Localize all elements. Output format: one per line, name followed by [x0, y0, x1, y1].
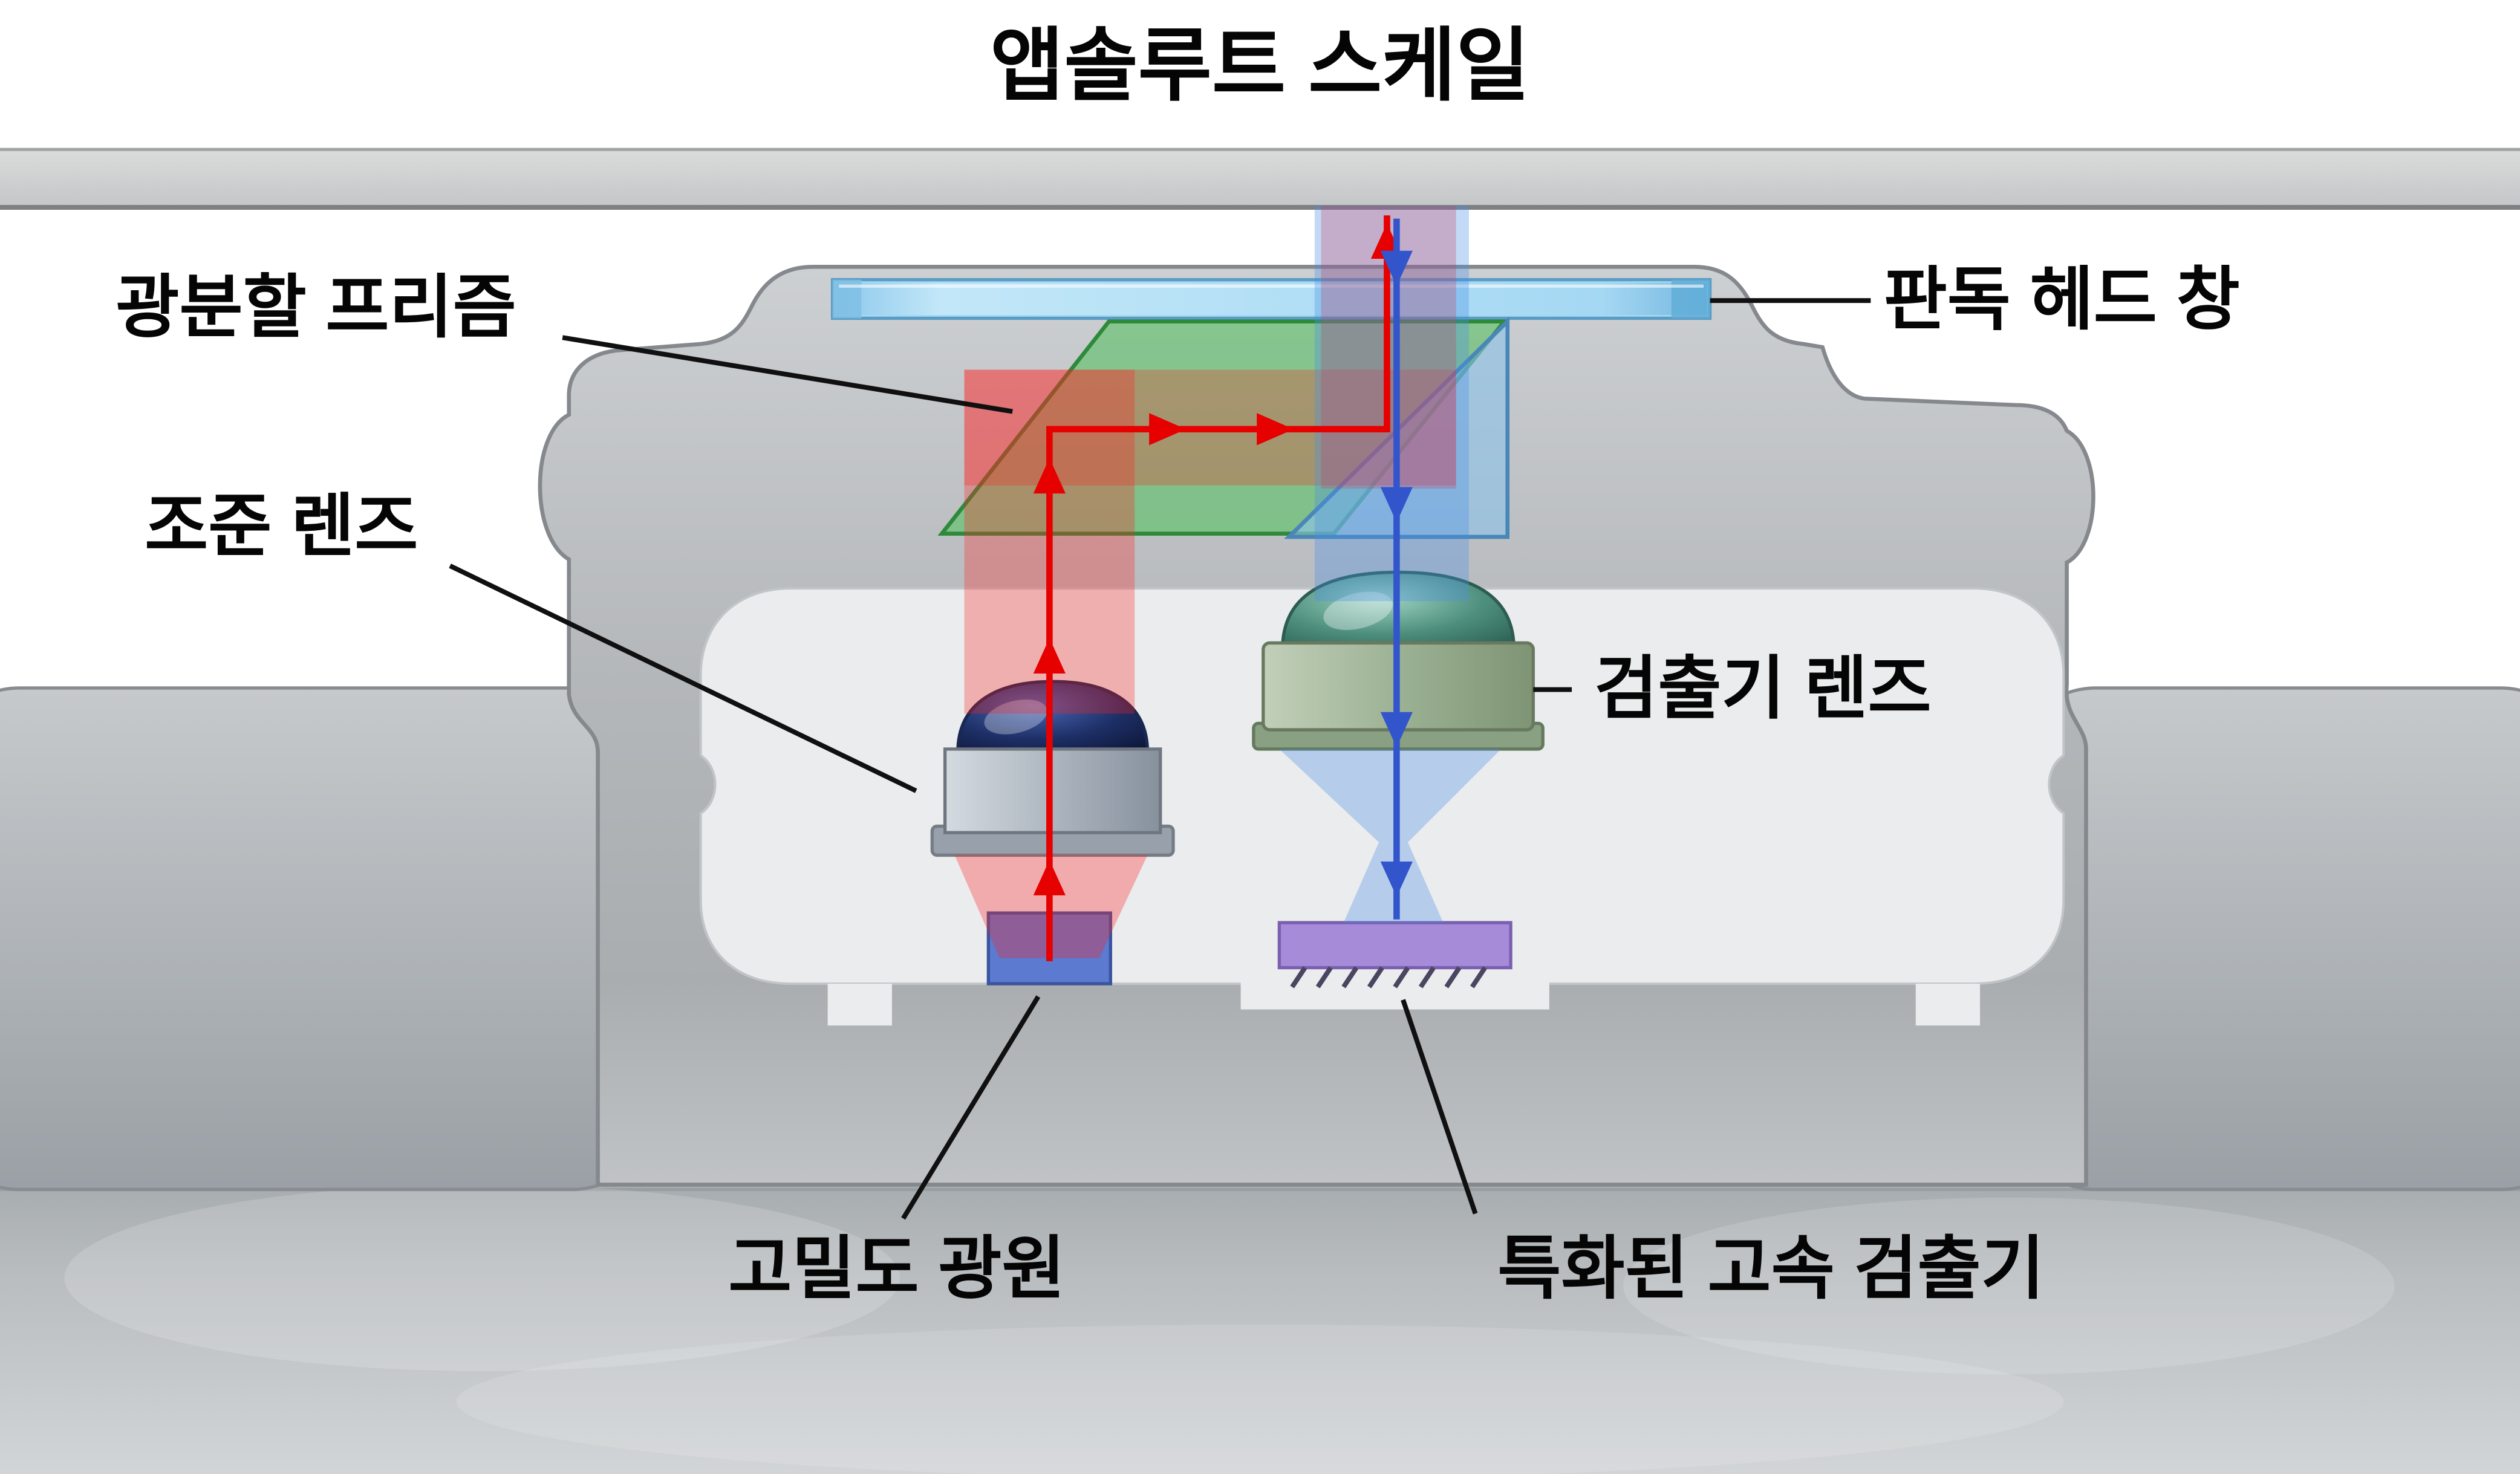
- housing-highlight: [457, 1324, 2063, 1474]
- housing-highlight: [64, 1184, 900, 1371]
- label-detector: 특화된 고속 검출기: [1497, 1231, 2044, 1308]
- label-light-source: 고밀도 광원: [728, 1231, 1065, 1308]
- label-beam-splitter-prism: 광분할 프리즘: [116, 270, 516, 346]
- label-detector-lens: 검출기 렌즈: [1594, 651, 1931, 727]
- cavity-slot: [1240, 970, 1549, 1010]
- leader-light-source: [901, 995, 1041, 1220]
- leader-collimating-lens: [449, 563, 917, 793]
- red-beam-path: [1046, 215, 1390, 961]
- blue-beam-arrows: [1380, 250, 1413, 897]
- detector-pins: [1290, 966, 1487, 989]
- housing-highlight: [1623, 1197, 2395, 1375]
- leader-beam-splitter-prism: [562, 335, 1013, 414]
- leader-detector: [1401, 999, 1478, 1215]
- label-collimating-lens: 조준 렌즈: [145, 488, 418, 565]
- diagram-title: 앱솔루트 스케일: [990, 21, 1530, 111]
- lens-highlight: [1323, 591, 1393, 631]
- cavity-slot: [1915, 984, 1981, 1026]
- detector-chip: [1277, 921, 1512, 989]
- housing-right-arm: [2010, 686, 2520, 1192]
- absolute-scale-bar: [0, 148, 2520, 210]
- read-head-window: [830, 278, 1712, 320]
- housing-left-arm: [0, 686, 657, 1192]
- lens-highlight: [984, 699, 1047, 735]
- cavity-slot: [827, 984, 892, 1026]
- label-read-head-window: 판독 헤드 창: [1884, 261, 2240, 338]
